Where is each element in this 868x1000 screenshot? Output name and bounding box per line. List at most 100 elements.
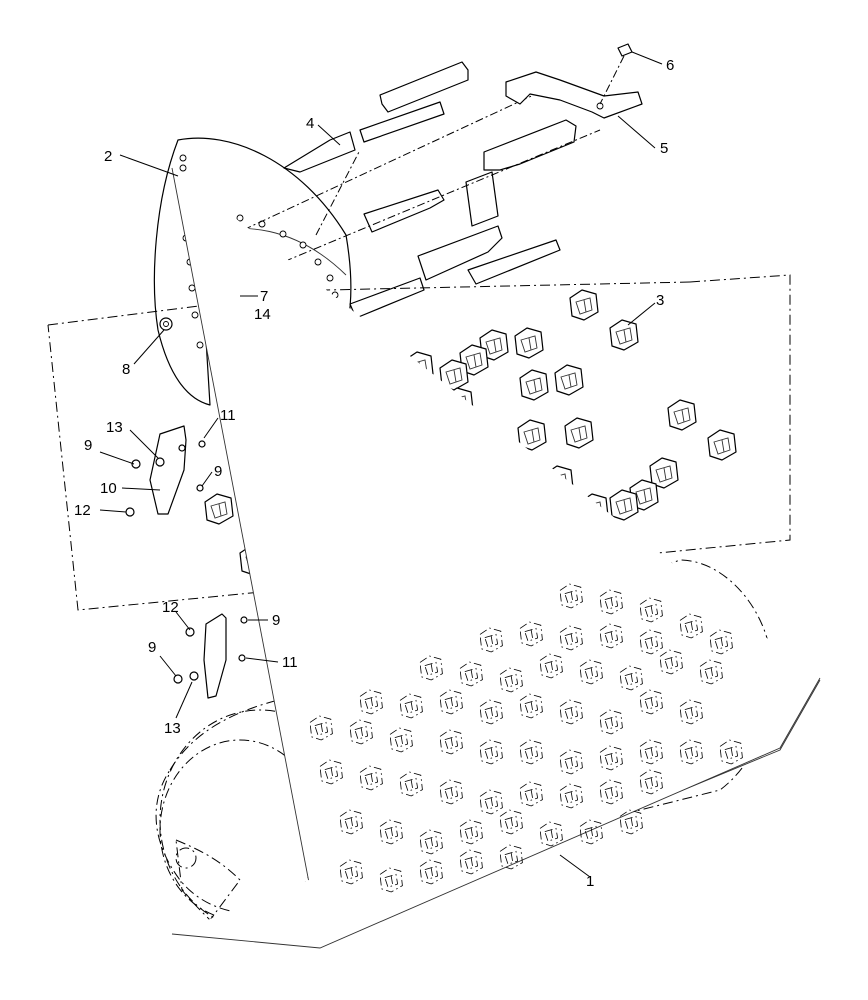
drum-tine-3 xyxy=(639,597,663,623)
drum-tine-58 xyxy=(419,859,443,885)
drum-tine-53 xyxy=(539,821,563,847)
callout-5: 5 xyxy=(660,140,668,157)
drum-tine-37 xyxy=(679,739,703,765)
drum-tine-30 xyxy=(389,727,413,753)
callout-1: 1 xyxy=(586,873,594,890)
tine-knife-20 xyxy=(517,419,547,451)
drum-tine-57 xyxy=(379,867,403,893)
drum-tine-49 xyxy=(379,819,403,845)
tine-knife-4 xyxy=(514,327,544,359)
tine-knife-9 xyxy=(554,364,584,396)
drum-tine-13 xyxy=(499,667,523,693)
tine-knife-18 xyxy=(707,429,737,461)
callout-9-upper-left: 9 xyxy=(84,437,92,454)
scraper-plate-part-10-lower xyxy=(173,613,227,699)
drum-tine-51 xyxy=(459,819,483,845)
drum-tine-28 xyxy=(309,715,333,741)
tine-knife-10 xyxy=(519,369,549,401)
callout-4: 4 xyxy=(306,115,314,132)
tine-knife-17 xyxy=(667,399,697,431)
callout-12-lower: 12 xyxy=(162,599,179,616)
drum-tine-15 xyxy=(579,659,603,685)
drum-tine-35 xyxy=(599,745,623,771)
drum-tine-6 xyxy=(559,625,583,651)
drum-tine-31 xyxy=(439,729,463,755)
drum-tine-59 xyxy=(459,849,483,875)
drum-tine-5 xyxy=(519,621,543,647)
tine-knife-31 xyxy=(649,457,679,489)
callout-2: 2 xyxy=(104,148,112,165)
drum-tine-10 xyxy=(709,629,733,655)
tine-knife-1 xyxy=(569,289,599,321)
scraper-plate-part-10-upper xyxy=(149,425,187,515)
callout-11-lower: 11 xyxy=(282,654,298,671)
drum-tine-11 xyxy=(419,655,443,681)
callout-13-upper: 13 xyxy=(106,419,123,436)
drum-tine-9 xyxy=(679,613,703,639)
callout-9-lower-right: 9 xyxy=(272,612,280,629)
callout-9-upper-right: 9 xyxy=(214,463,222,480)
drum-tine-54 xyxy=(579,819,603,845)
callout-11-upper: 11 xyxy=(220,407,236,424)
rotor-drum-tines xyxy=(309,583,743,893)
tine-knife-36 xyxy=(204,493,234,525)
nut-part-8 xyxy=(159,317,173,331)
tine-knife-2 xyxy=(609,319,639,351)
drum-tine-41 xyxy=(399,771,423,797)
drum-tine-7 xyxy=(599,623,623,649)
tine-knife-5 xyxy=(459,344,489,376)
drum-tine-8 xyxy=(639,629,663,655)
callout-10: 10 xyxy=(100,480,117,497)
callout-14: 14 xyxy=(254,306,271,323)
drum-tine-39 xyxy=(319,759,343,785)
callout-3: 3 xyxy=(656,292,664,309)
drum-tine-47 xyxy=(639,769,663,795)
bracket-part-5 xyxy=(505,71,643,119)
small-hardware xyxy=(125,440,248,662)
callout-7: 7 xyxy=(260,288,268,305)
callout-9-lower-left: 9 xyxy=(148,639,156,656)
drum-tine-36 xyxy=(639,739,663,765)
drum-tine-45 xyxy=(559,783,583,809)
callout-13-lower: 13 xyxy=(164,720,181,737)
drum-tine-16 xyxy=(619,665,643,691)
rotor-drum-part-1 xyxy=(155,167,821,949)
drum-tine-26 xyxy=(639,689,663,715)
tine-knife-40 xyxy=(609,489,639,521)
drum-tine-60 xyxy=(499,844,523,870)
drum-tine-18 xyxy=(699,659,723,685)
knife-group-phantom-outline xyxy=(47,274,791,611)
drum-tine-32 xyxy=(479,739,503,765)
drum-tine-24 xyxy=(559,699,583,725)
drum-tine-17 xyxy=(659,649,683,675)
callout-labels: 1 2 3 4 5 6 7 14 8 11 13 9 9 10 12 12 9 … xyxy=(74,57,674,890)
leader-lines xyxy=(99,51,663,878)
drum-tine-42 xyxy=(439,779,463,805)
drum-tine-20 xyxy=(399,693,423,719)
drum-tine-27 xyxy=(679,699,703,725)
drum-tine-44 xyxy=(519,781,543,807)
drum-tine-19 xyxy=(359,689,383,715)
drum-tine-21 xyxy=(439,689,463,715)
drum-tine-22 xyxy=(479,699,503,725)
drum-tine-12 xyxy=(459,661,483,687)
callout-8: 8 xyxy=(122,361,130,378)
drum-tine-1 xyxy=(559,583,583,609)
drum-tine-34 xyxy=(559,749,583,775)
drum-tine-50 xyxy=(419,829,443,855)
drum-tine-33 xyxy=(519,739,543,765)
drum-tine-4 xyxy=(479,627,503,653)
drum-tine-14 xyxy=(539,653,563,679)
drum-tine-55 xyxy=(619,809,643,835)
drum-tine-46 xyxy=(599,779,623,805)
drum-tine-40 xyxy=(359,765,383,791)
tine-knife-19 xyxy=(564,417,594,449)
drum-tine-25 xyxy=(599,709,623,735)
drum-tine-23 xyxy=(519,693,543,719)
callout-12-upper: 12 xyxy=(74,502,91,519)
drum-tine-48 xyxy=(339,809,363,835)
drum-tine-43 xyxy=(479,789,503,815)
drum-tine-29 xyxy=(349,719,373,745)
drum-tine-38 xyxy=(719,739,743,765)
